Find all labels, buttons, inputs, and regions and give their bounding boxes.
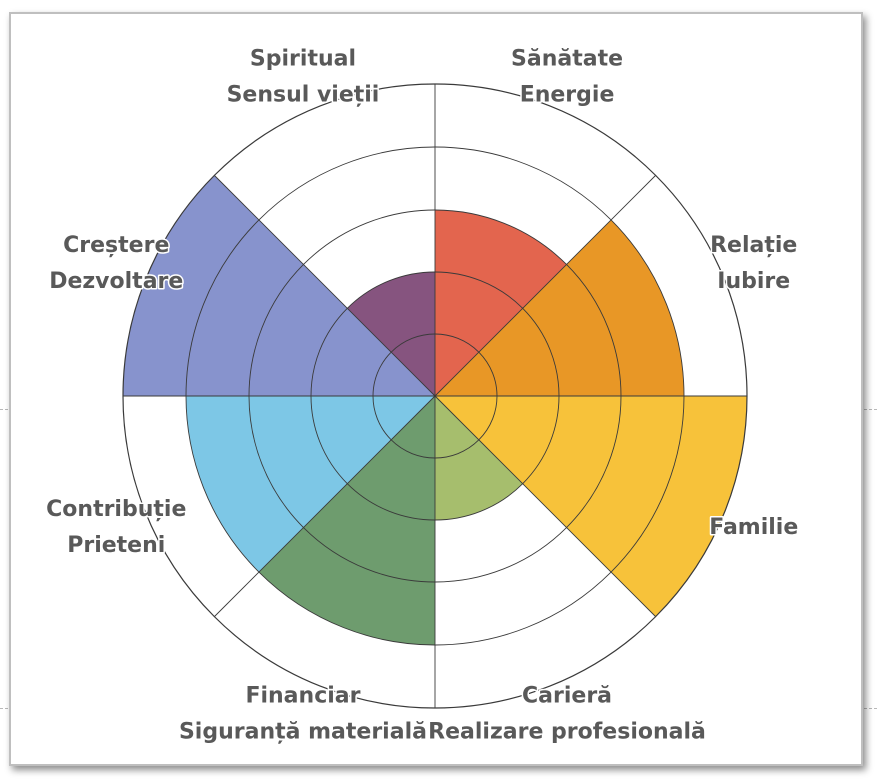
grid-spoke-8	[214, 175, 436, 397]
segment-label-line: Energie	[520, 82, 615, 107]
grid-spoke-4	[434, 395, 656, 617]
grid-group	[122, 83, 748, 709]
segment-wedge-1	[435, 210, 567, 396]
segment-label-line: Sensul vieții	[227, 82, 380, 107]
segment-wedge-5	[258, 396, 435, 645]
segment-wedge-4	[435, 396, 523, 520]
segment-wedge-6	[186, 396, 435, 573]
segment-wedge-3	[435, 396, 748, 617]
grid-spoke-2	[434, 175, 656, 397]
segment-label-line: Creștere	[63, 233, 169, 258]
segment-label-line: Familie	[709, 515, 798, 540]
segment-label-line: Contribuție	[46, 497, 186, 522]
segment-label-line: Iubire	[717, 269, 790, 294]
segment-wedge-7	[123, 175, 435, 396]
segment-label-line: Carieră	[522, 684, 612, 709]
segment-label-line: Siguranță materială	[179, 720, 427, 745]
segment-wedge-2	[435, 219, 684, 396]
segment-label-line: Prieteni	[67, 533, 165, 558]
segment-label-line: Sănătate	[511, 46, 623, 71]
segment-label-line: Financiar	[245, 684, 360, 709]
segment-label-line: Dezvoltare	[49, 269, 183, 294]
grid-spoke-6	[214, 395, 436, 617]
segment-label-line: Relație	[710, 233, 797, 258]
segment-wedge-8	[347, 272, 435, 396]
segments-group	[123, 175, 748, 645]
segment-label-line: Spiritual	[250, 46, 356, 71]
segment-label-3: Familie	[709, 515, 798, 540]
segment-label-line: Realizare profesională	[428, 720, 706, 745]
